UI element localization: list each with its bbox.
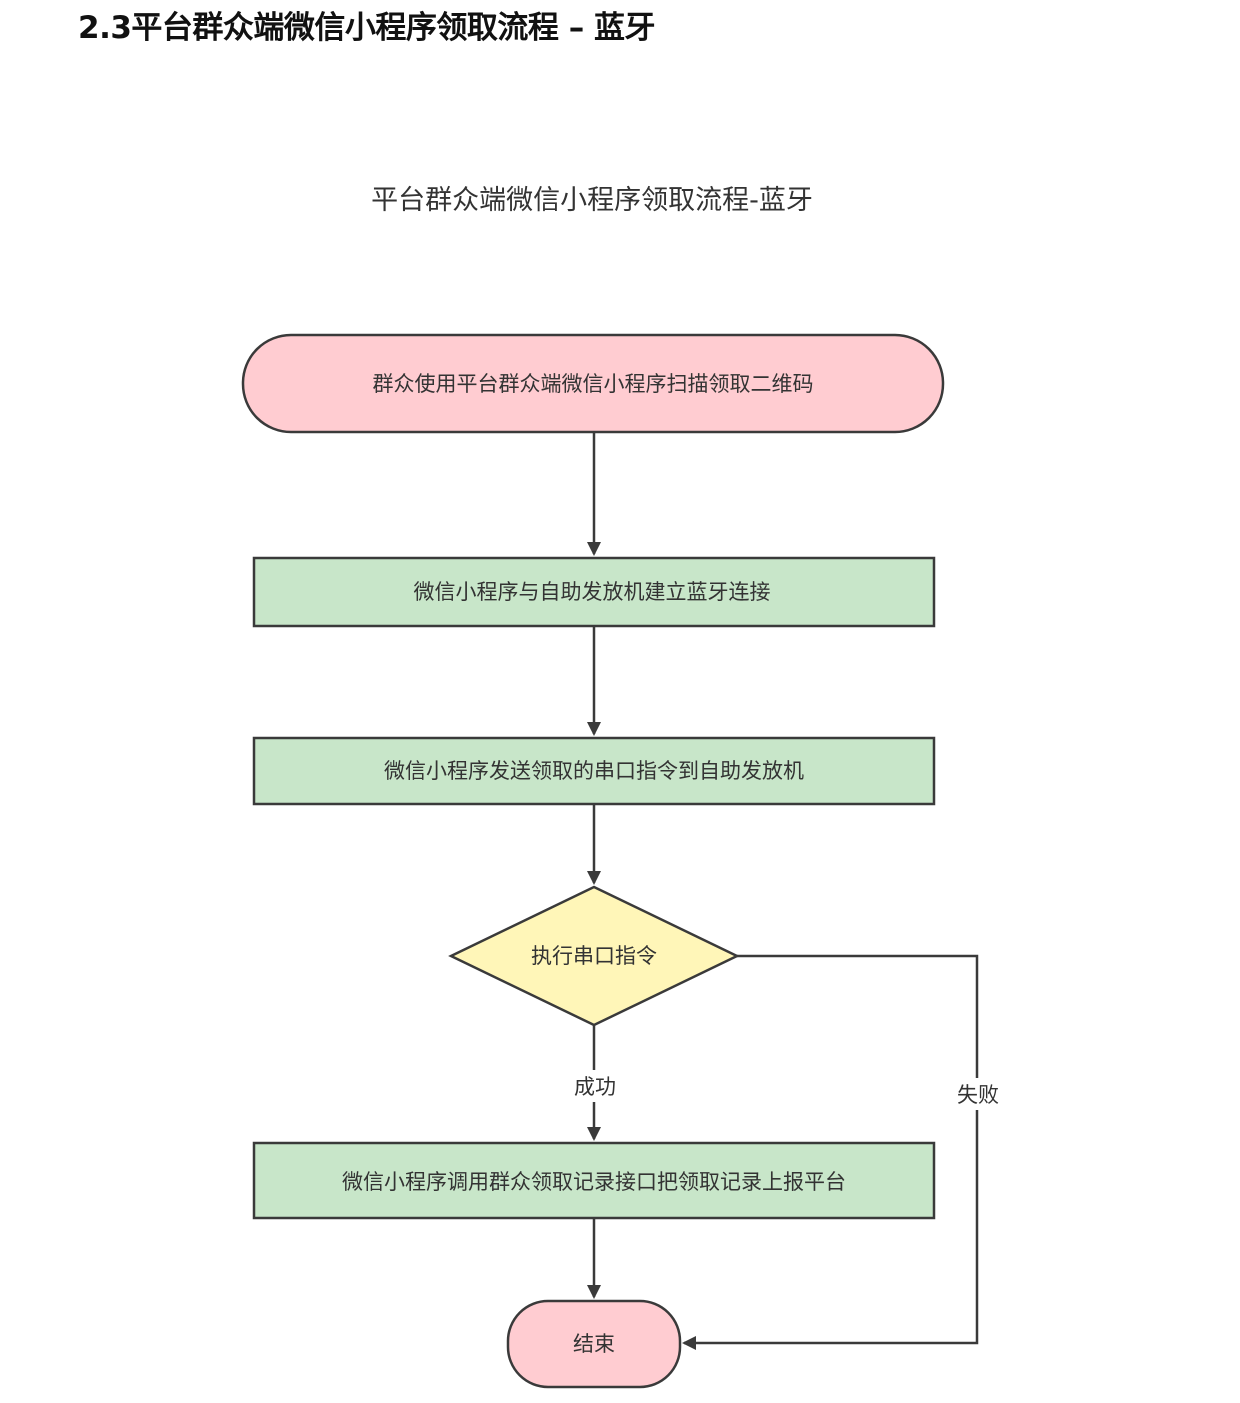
execute-decision-shape: [448, 885, 740, 1027]
edge-execute-to-end-failure: [682, 954, 979, 1350]
send-node: 微信小程序发送领取的串口指令到自助发放机: [252, 736, 936, 806]
connect-node: 微信小程序与自助发放机建立蓝牙连接: [252, 556, 936, 628]
failure-label-background: [949, 1078, 1005, 1110]
success-label-background: [566, 1070, 622, 1102]
connect-node-label: 微信小程序与自助发放机建立蓝牙连接: [414, 580, 771, 604]
diagram-title: 平台群众端微信小程序领取流程-蓝牙: [371, 185, 813, 216]
end-node-label: 结束: [573, 1332, 615, 1356]
start-node-label: 群众使用平台群众端微信小程序扫描领取二维码: [373, 372, 814, 396]
execute-decision-node: 执行串口指令: [448, 885, 740, 1027]
start-node: 群众使用平台群众端微信小程序扫描领取二维码: [241, 333, 945, 434]
connect-node-shape: [252, 556, 936, 628]
execute-decision-label: 执行串口指令: [531, 944, 657, 968]
end-node-shape: [506, 1299, 682, 1389]
send-node-shape: [252, 736, 936, 806]
end-node: 结束: [506, 1299, 682, 1389]
failure-label: 失败: [957, 1083, 999, 1107]
send-node-label: 微信小程序发送领取的串口指令到自助发放机: [384, 759, 804, 783]
section-heading: 2.3平台群众端微信小程序领取流程 – 蓝牙: [78, 10, 656, 46]
success-label: 成功: [574, 1075, 616, 1099]
start-node-shape: [241, 333, 945, 434]
report-node: 微信小程序调用群众领取记录接口把领取记录上报平台: [252, 1141, 936, 1220]
report-node-label: 微信小程序调用群众领取记录接口把领取记录上报平台: [342, 1170, 846, 1194]
report-node-shape: [252, 1141, 936, 1220]
